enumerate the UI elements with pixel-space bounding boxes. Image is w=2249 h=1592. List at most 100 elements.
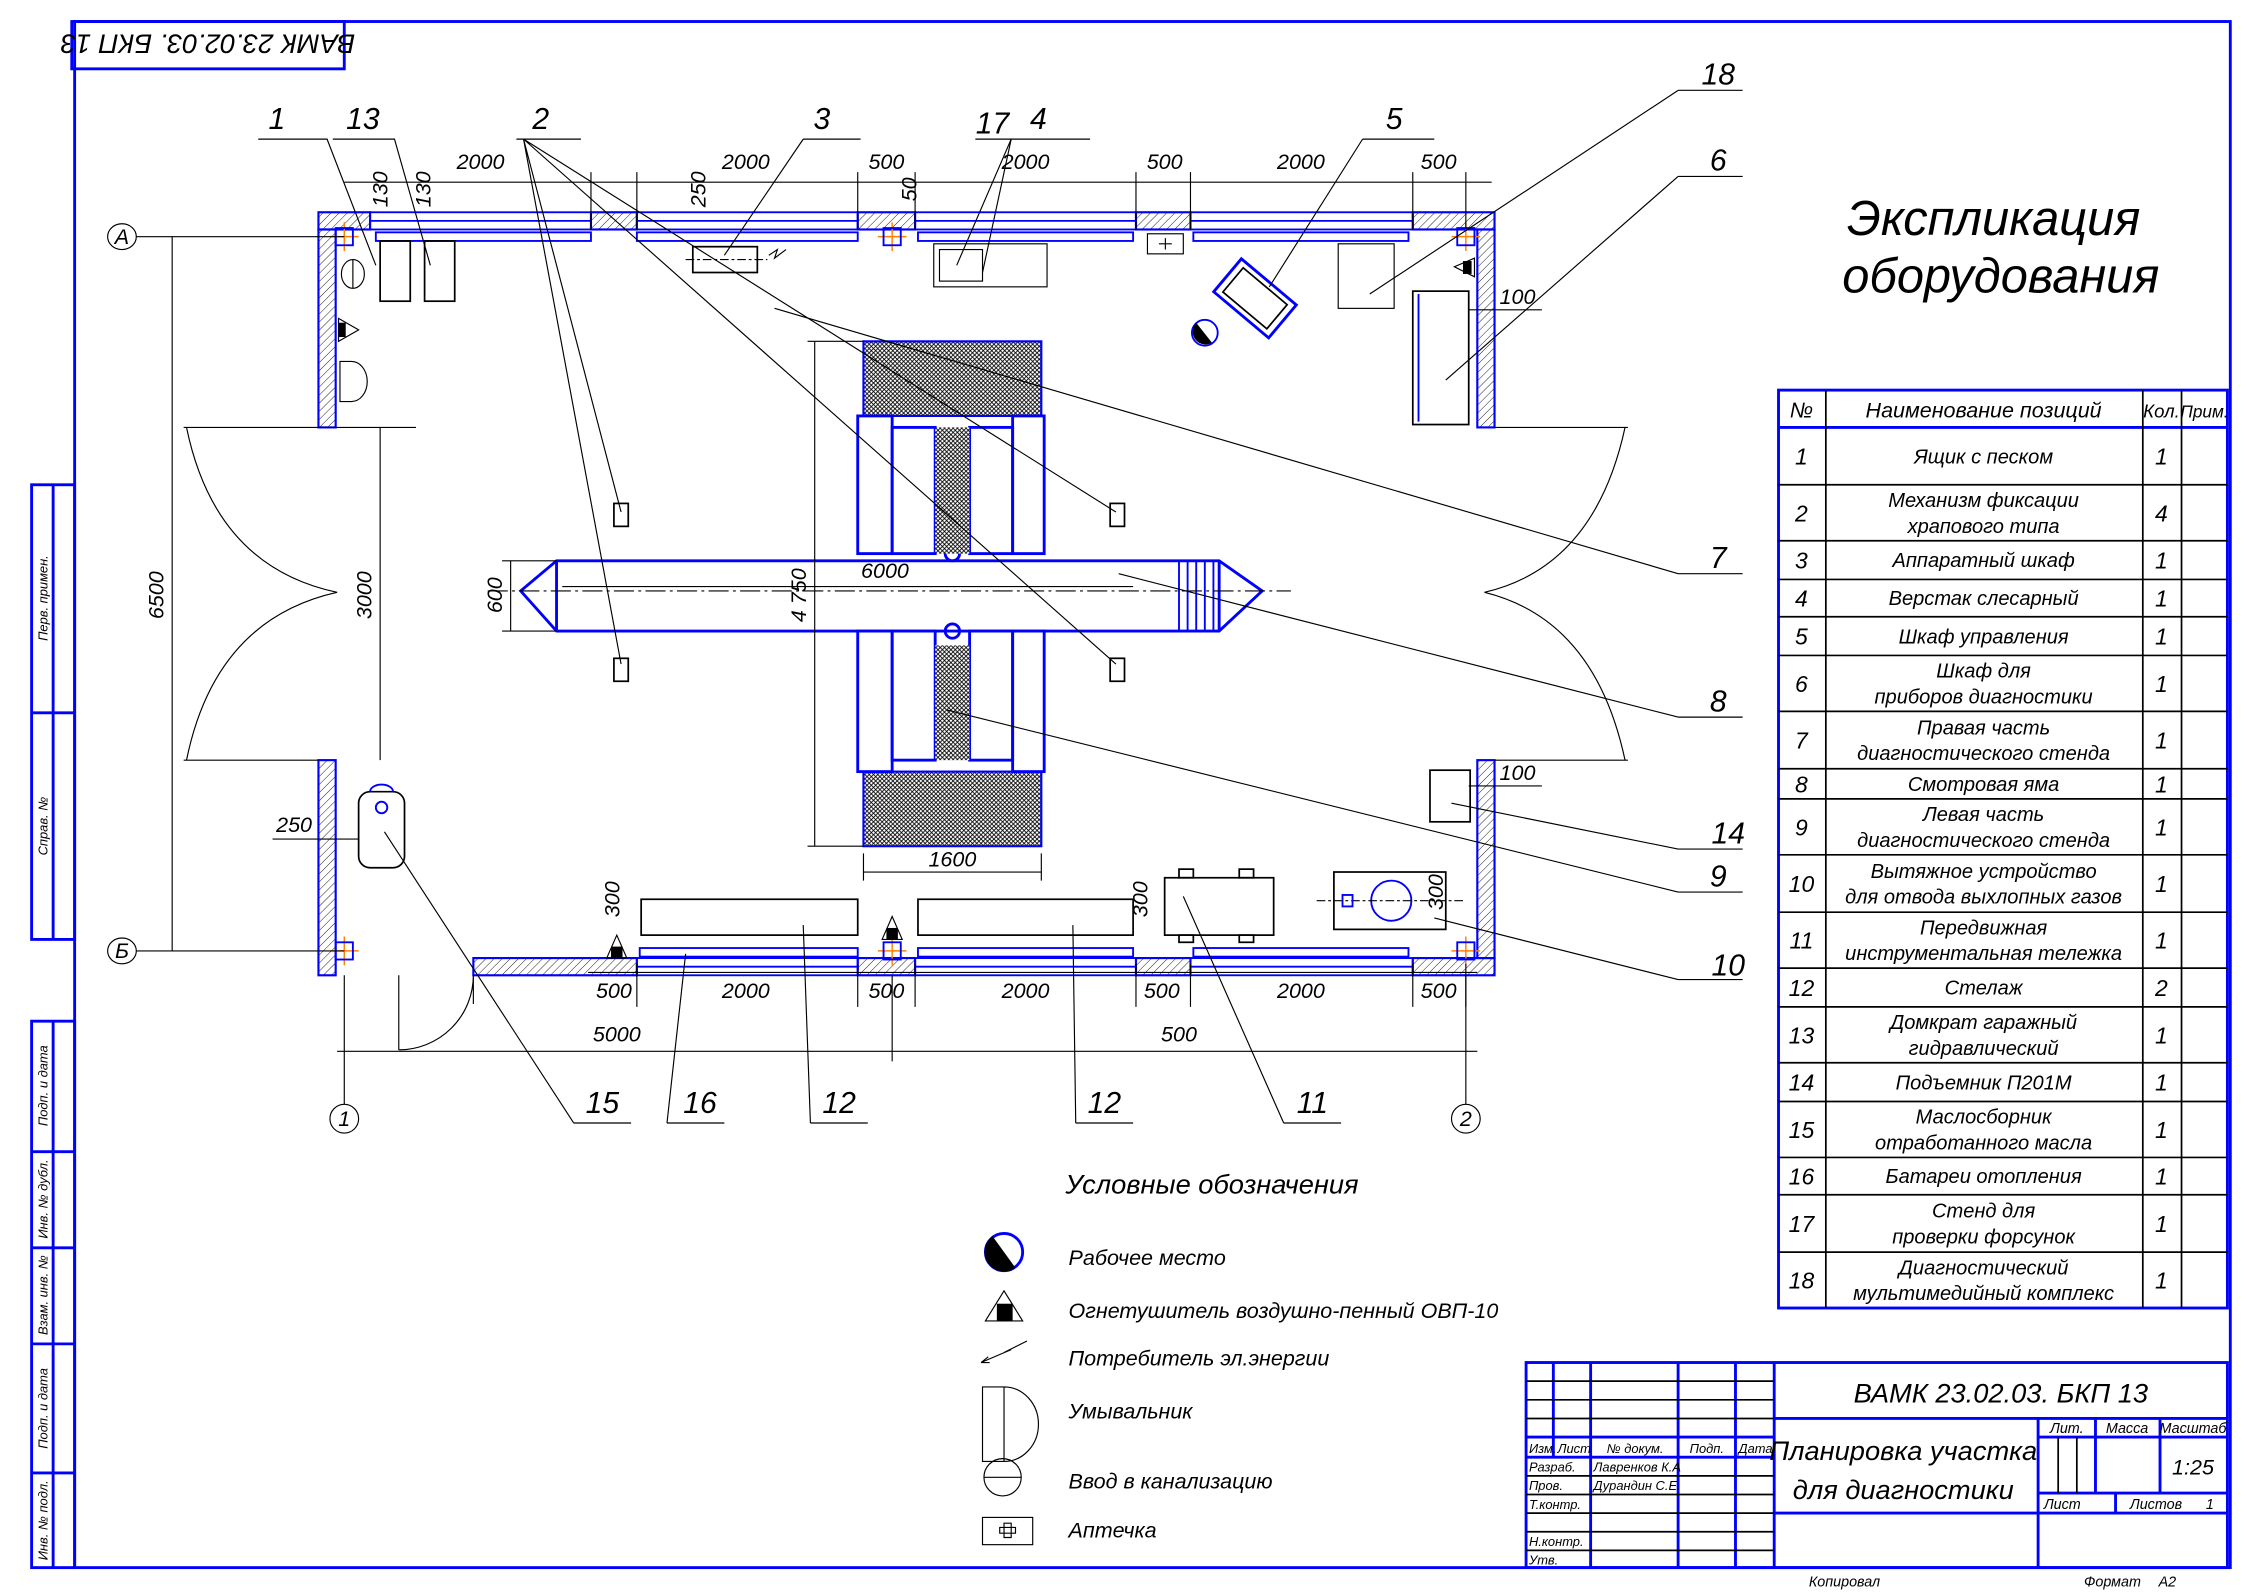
fire-extinguisher-icon (1453, 257, 1476, 278)
table-header: Прим. (2180, 401, 2228, 421)
table-cell: 6 (1795, 671, 1808, 697)
stamp-code: ВАМК 23.02.03. БКП 13 (61, 28, 355, 59)
table-cell: 8 (1795, 771, 1808, 797)
shelf (640, 898, 1134, 936)
gate-swings (183, 426, 1628, 1051)
dim-label: 500 (1421, 150, 1457, 174)
tb-sheet-label: Лист (2043, 1497, 2081, 1513)
callout-18: 18 (1702, 59, 1736, 92)
table-header: № (1790, 398, 1813, 422)
inspection-pit (487, 559, 1291, 633)
floor-plan: А Б 1 2 2000 2000 500 2000 50 (107, 59, 1745, 1134)
tb-sheets-label: Листов (2129, 1497, 2183, 1513)
callout-3: 3 (814, 103, 831, 136)
dim-label: 50 (898, 177, 922, 201)
dim-label: 100 (1500, 761, 1536, 785)
fire-extinguisher-icon (337, 317, 360, 343)
table-cell: 4 (1795, 586, 1808, 612)
dim-label: 600 (483, 577, 507, 613)
strip-label: Инв. № подл. (35, 1480, 50, 1560)
dimension-lines (171, 172, 1542, 1062)
dim-label: 250 (687, 171, 711, 208)
hardware-cabinet (685, 245, 787, 274)
control-cabinet (1211, 256, 1299, 340)
table-cell: 16 (1789, 1164, 1815, 1190)
diagnostic-stand (856, 340, 1046, 848)
callout-16: 16 (683, 1087, 717, 1120)
radiators (374, 231, 1410, 958)
tb-col-header: Дата (1737, 1441, 1773, 1456)
table-cell: 17 (1789, 1211, 1816, 1237)
callout-6: 6 (1710, 145, 1727, 178)
callout-2: 2 (531, 103, 549, 136)
callout-17: 17 (976, 107, 1011, 140)
table-cell: 7 (1795, 728, 1809, 754)
table-cell: Смотровая яма (1908, 774, 2059, 796)
legend-label: Аптечка (1067, 1518, 1157, 1542)
diagnostics-cabinet (1411, 290, 1470, 426)
table-cell: 11 (1790, 928, 1814, 954)
dim-label: 1600 (928, 847, 976, 871)
table-cell: Передвижная (1920, 917, 2048, 939)
tb-scale: 1:25 (2172, 1455, 2215, 1479)
dim-label: 500 (596, 979, 632, 1003)
dim-label: 500 (1161, 1022, 1197, 1046)
table-cell: Домкрат гаражный (1888, 1012, 2077, 1034)
table-cell: 10 (1789, 871, 1815, 897)
dim-label: 500 (1147, 150, 1183, 174)
table-cell: 1 (2155, 928, 2168, 954)
table-cell: 2 (1794, 500, 1808, 526)
table-cell: для отвода выхлопных газов (1845, 887, 2122, 909)
strip-label: Инв. № дубл. (35, 1159, 50, 1238)
table-cell: 1 (2155, 1070, 2168, 1096)
table-cell: Верстак слесарный (1889, 588, 2079, 610)
diagnostic-complex (1337, 243, 1395, 309)
first-aid-icon (1146, 233, 1184, 255)
dim-label: 300 (1128, 881, 1152, 917)
table-header: Кол. (2143, 400, 2180, 421)
sewer-inlet-icon (340, 259, 365, 289)
dim-label: 300 (601, 881, 625, 917)
fire-extinguisher-icon (984, 1289, 1024, 1322)
callout-11: 11 (1297, 1087, 1328, 1120)
table-cell: Шкаф для (1936, 661, 2031, 683)
table-cell: 1 (2155, 444, 2168, 470)
tb-lit-label: Лит. (2049, 1421, 2084, 1437)
dim-label: 4 750 (787, 568, 811, 622)
tb-format: А2 (2158, 1574, 2177, 1590)
table-cell: храпового типа (1907, 516, 2060, 538)
callout-numbers: 1 13 2 3 17 4 5 18 6 7 8 14 9 10 15 16 1… (268, 59, 1745, 1120)
table-cell: инструментальная тележка (1845, 943, 2122, 965)
dim-label: 5000 (593, 1022, 641, 1046)
tb-title: Планировка участка (1769, 1435, 2037, 1466)
tb-col-header: Изм. (1529, 1441, 1556, 1456)
tb-role: Т.контр. (1529, 1497, 1581, 1512)
fixation-mechanisms (613, 502, 1126, 683)
tb-developer: Лавренков К.А (1592, 1460, 1681, 1475)
table-header: Наименование позиций (1866, 398, 2102, 422)
table-cell: Аппаратный шкаф (1891, 550, 2074, 572)
strip-label: Перв. примен. (35, 555, 50, 641)
callout-7: 7 (1710, 542, 1728, 575)
table-cell: 1 (2155, 771, 2168, 797)
dim-label: 500 (868, 979, 904, 1003)
table-cell: 1 (2155, 671, 2168, 697)
dimension-labels: 2000 2000 500 2000 500 2000 500 500 2000… (145, 150, 1536, 1046)
callout-12: 12 (1088, 1087, 1122, 1120)
explication-title: оборудования (1842, 250, 2159, 304)
dim-label: 6000 (861, 559, 909, 583)
table-cell: 2 (2154, 975, 2168, 1001)
legend-label: Ввод в канализацию (1069, 1470, 1273, 1494)
dim-label: 3000 (353, 571, 377, 619)
fire-extinguisher-icon (605, 915, 904, 959)
table-cell: 1 (2155, 1022, 2168, 1048)
callout-14: 14 (1712, 817, 1746, 850)
